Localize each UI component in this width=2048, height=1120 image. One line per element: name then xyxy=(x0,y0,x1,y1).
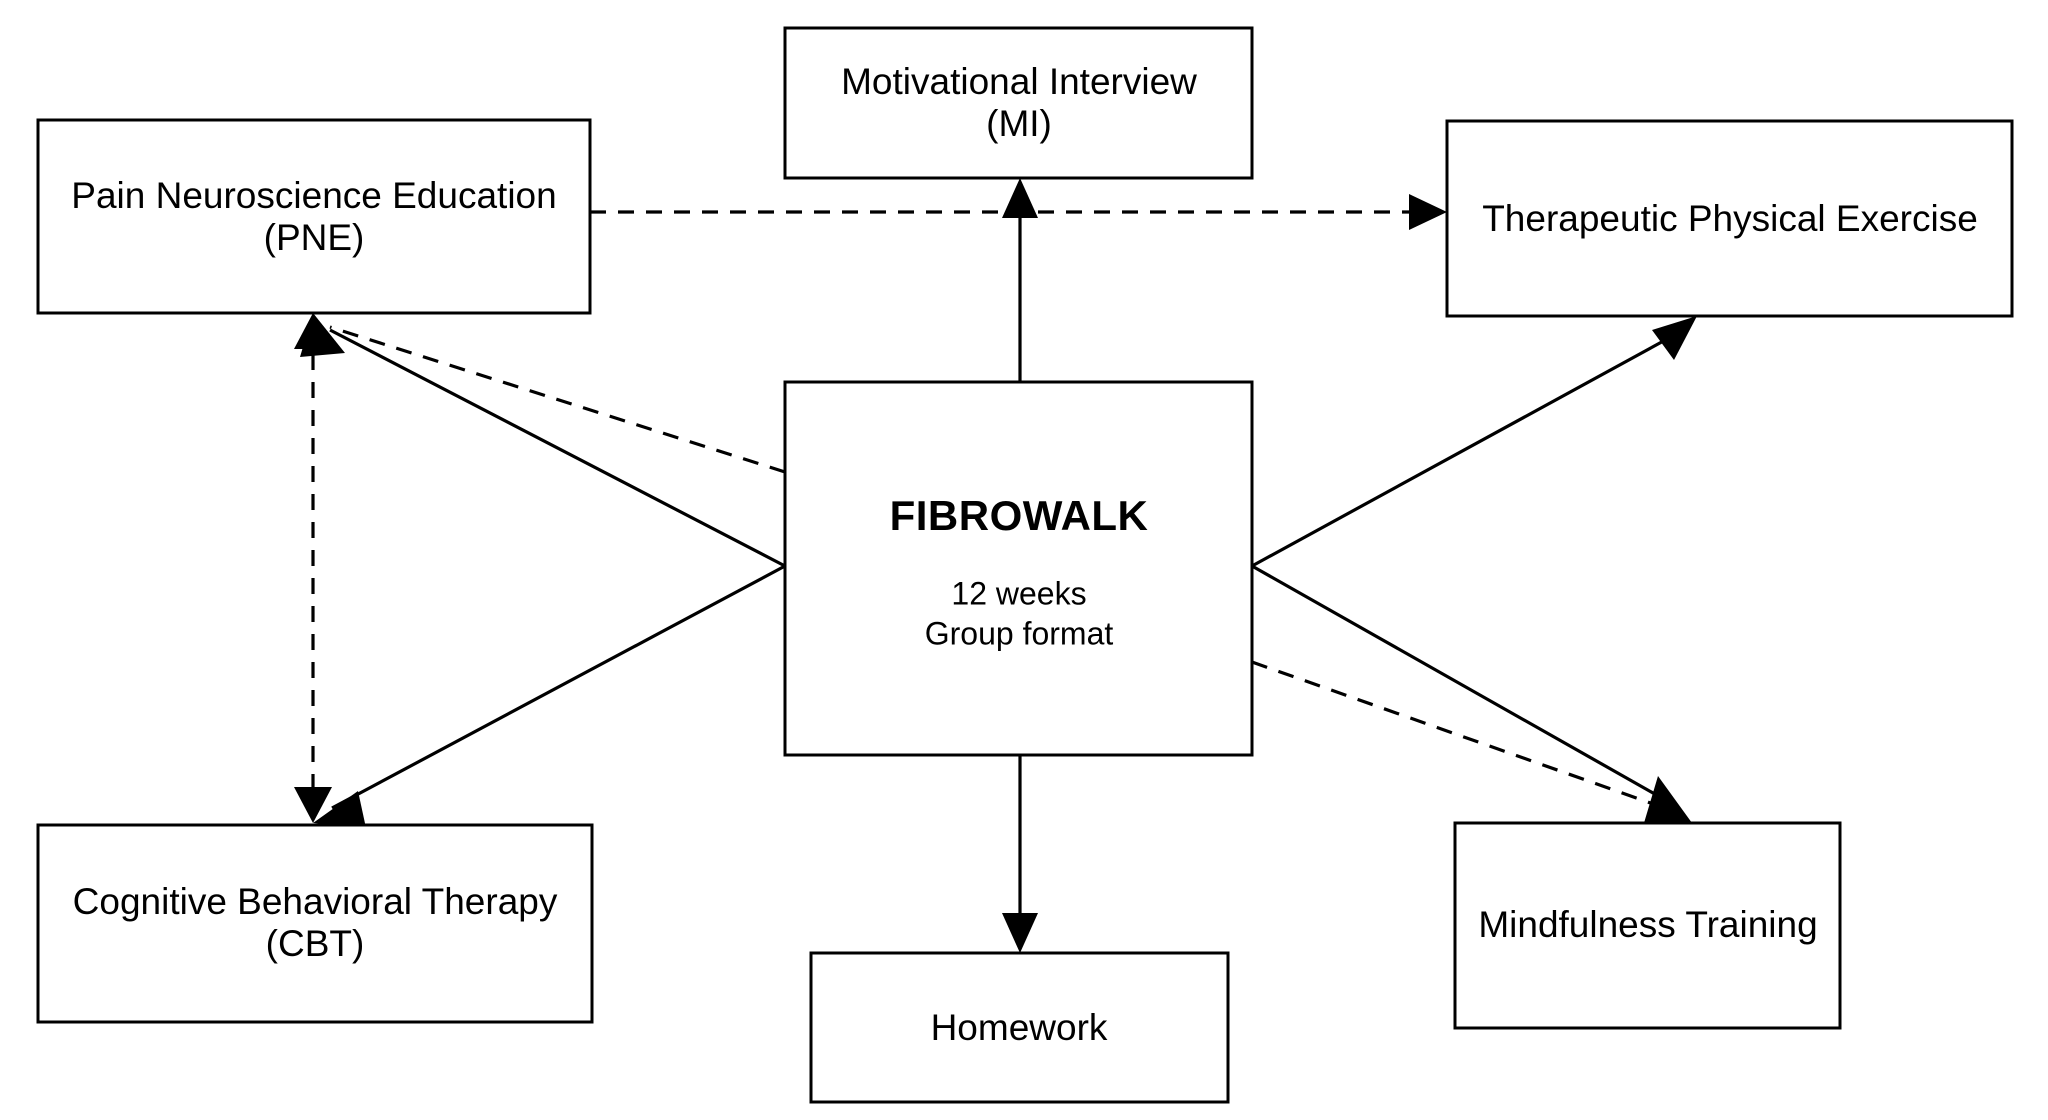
edge-fibrowalk-to-mindfulness-arrowhead xyxy=(1644,776,1692,823)
node-mindfulness-label-line1: Mindfulness Training xyxy=(1478,904,1817,945)
node-mi-box[interactable] xyxy=(783,26,1254,180)
node-pne-label-line2: (PNE) xyxy=(264,217,365,258)
node-pne-label-line1: Pain Neuroscience Education xyxy=(71,175,556,216)
node-mi-label-line2: (MI) xyxy=(986,103,1052,144)
edge-pne-cbt-arrowhead-top xyxy=(294,313,332,349)
node-fibrowalk[interactable]: FIBROWALK 12 weeks Group format xyxy=(783,380,1254,757)
node-pain-neuroscience-education[interactable]: Pain Neuroscience Education (PNE) xyxy=(36,118,592,315)
edge-pne-cbt-bidirectional xyxy=(294,313,332,823)
node-fibrowalk-format: Group format xyxy=(925,615,1114,651)
node-pne-box[interactable] xyxy=(36,118,592,315)
node-motivational-interview[interactable]: Motivational Interview (MI) xyxy=(783,26,1254,180)
edge-fibrowalk-to-mi-arrowhead xyxy=(1002,178,1038,218)
edge-fibrowalk-to-homework-arrowhead xyxy=(1002,913,1038,953)
node-fibrowalk-title: FIBROWALK xyxy=(890,492,1149,539)
node-homework-label-line1: Homework xyxy=(931,1007,1108,1048)
edge-fibrowalk-to-cbt xyxy=(313,564,786,828)
node-cbt-label-line1: Cognitive Behavioral Therapy xyxy=(73,881,558,922)
edge-pne-to-tpe-arrowhead xyxy=(1409,194,1447,230)
edge-fibrowalk-to-mindfulness-dashed xyxy=(1251,660,1692,823)
node-tpe-label-line1: Therapeutic Physical Exercise xyxy=(1482,198,1978,239)
edge-pne-cbt-arrowhead-bottom xyxy=(294,787,332,823)
edge-fibrowalk-to-tpe-arrowhead xyxy=(1652,316,1697,360)
node-mindfulness-training[interactable]: Mindfulness Training xyxy=(1453,821,1842,1030)
edge-fibrowalk-to-pne-dashed xyxy=(329,325,786,474)
edge-fibrowalk-to-homework xyxy=(1002,755,1038,953)
node-homework[interactable]: Homework xyxy=(809,951,1230,1104)
node-cognitive-behavioral-therapy[interactable]: Cognitive Behavioral Therapy (CBT) xyxy=(36,823,594,1024)
edge-fibrowalk-to-mindfulness-solid xyxy=(1251,564,1677,808)
edge-fibrowalk-to-pne-solid-line xyxy=(329,328,786,568)
edge-fibrowalk-to-mindfulness-dashed-line xyxy=(1251,660,1677,814)
node-tpe-box[interactable] xyxy=(1445,119,2014,318)
node-therapeutic-physical-exercise[interactable]: Therapeutic Physical Exercise xyxy=(1445,119,2014,318)
node-cbt-label-line2: (CBT) xyxy=(266,923,365,964)
edge-fibrowalk-to-tpe xyxy=(1251,316,1697,568)
edge-fibrowalk-to-pne-dashed-line xyxy=(329,325,786,474)
edge-fibrowalk-to-tpe-line xyxy=(1251,330,1681,568)
edge-fibrowalk-to-cbt-line xyxy=(331,564,786,810)
node-fibrowalk-duration: 12 weeks xyxy=(951,575,1086,611)
node-mi-label-line1: Motivational Interview xyxy=(841,61,1197,102)
edge-fibrowalk-to-mi xyxy=(1002,178,1038,382)
edge-fibrowalk-to-cbt-arrowhead xyxy=(313,791,366,828)
node-cbt-box[interactable] xyxy=(36,823,594,1024)
edge-fibrowalk-to-pne-solid xyxy=(300,313,786,568)
node-fibrowalk-box[interactable] xyxy=(783,380,1254,757)
node-homework-box[interactable] xyxy=(809,951,1230,1104)
edge-fibrowalk-to-mindfulness-solid-line xyxy=(1251,564,1677,808)
node-mindfulness-box[interactable] xyxy=(1453,821,1842,1030)
